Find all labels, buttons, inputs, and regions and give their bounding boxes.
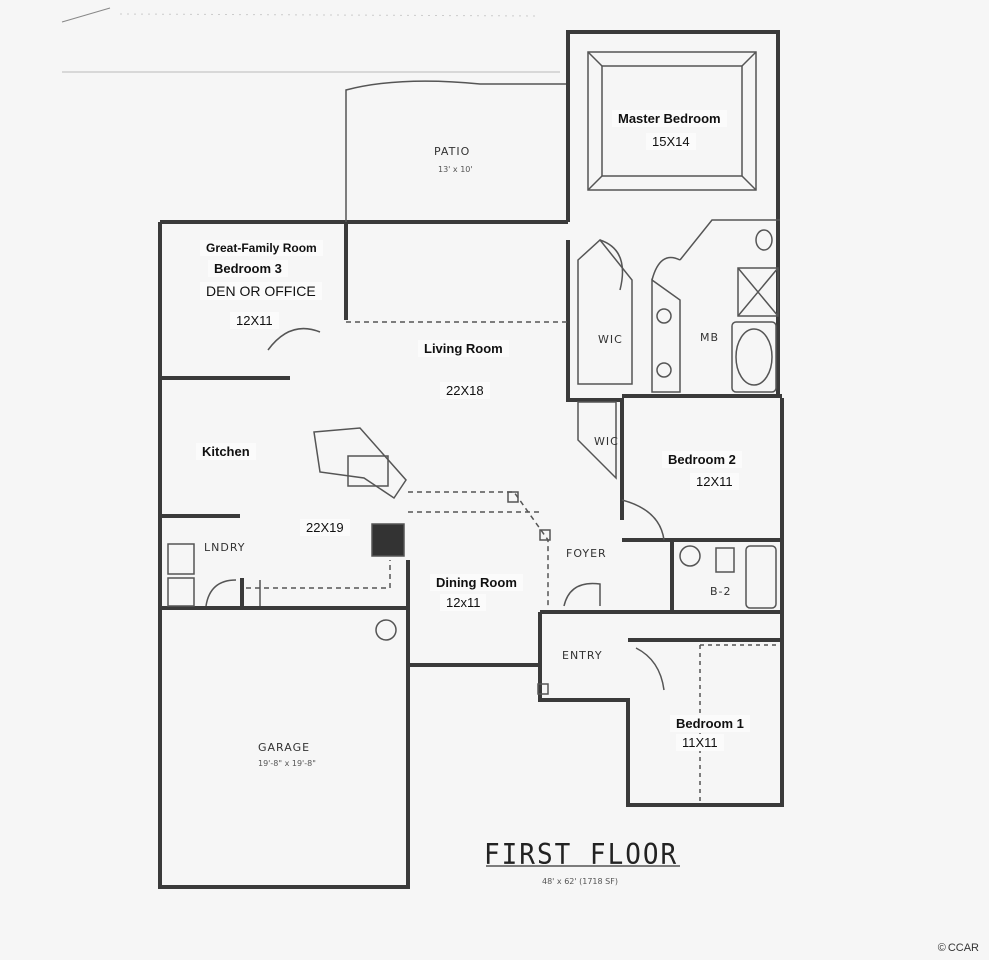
copyright-icon: © bbox=[937, 942, 946, 954]
patio-size: 13' x 10' bbox=[438, 165, 473, 174]
master-bedroom-label: Master Bedroom bbox=[612, 110, 727, 127]
bedroom2-label: Bedroom 2 bbox=[662, 451, 742, 468]
patio-label: PATIO bbox=[434, 145, 471, 158]
watermark-text: CCAR bbox=[947, 942, 979, 954]
watermark: © CCAR bbox=[938, 942, 979, 954]
exterior-walls bbox=[158, 30, 784, 889]
bedroom3-alt-label: DEN OR OFFICE bbox=[200, 282, 322, 300]
bath2-label: B-2 bbox=[710, 585, 732, 598]
garage-label: GARAGE bbox=[258, 741, 311, 754]
living-room-size: 22X18 bbox=[440, 382, 490, 399]
laundry-label: LNDRY bbox=[204, 541, 246, 554]
bedroom3-size: 12X11 bbox=[230, 312, 279, 329]
master-bedroom-size: 15X14 bbox=[646, 133, 696, 150]
bedroom3-label: Bedroom 3 bbox=[208, 260, 288, 277]
bedroom1-label: Bedroom 1 bbox=[670, 715, 750, 732]
wic-master-label: WIC bbox=[598, 333, 623, 346]
bedroom1-size: 11X11 bbox=[676, 734, 724, 751]
plan-title: FIRST FLOOR bbox=[484, 838, 679, 872]
dining-room-label: Dining Room bbox=[430, 574, 523, 591]
great-family-room-label: Great-Family Room bbox=[200, 240, 323, 256]
kitchen-size: 22X19 bbox=[300, 519, 350, 536]
entry-label: ENTRY bbox=[562, 649, 603, 662]
bedroom2-size: 12X11 bbox=[690, 473, 739, 490]
foyer-label: FOYER bbox=[566, 547, 607, 560]
living-room-label: Living Room bbox=[418, 340, 509, 357]
dining-room-size: 12x11 bbox=[440, 594, 487, 611]
master-bath-label: MB bbox=[700, 331, 720, 344]
plan-dimensions: 48' x 62' (1718 SF) bbox=[542, 877, 618, 886]
interior-lines bbox=[167, 51, 780, 805]
kitchen-label: Kitchen bbox=[196, 443, 256, 460]
garage-size: 19'-8" x 19'-8" bbox=[258, 759, 316, 768]
wic-bedroom2-label: WIC bbox=[594, 435, 619, 448]
scan-artifact bbox=[61, 7, 560, 73]
